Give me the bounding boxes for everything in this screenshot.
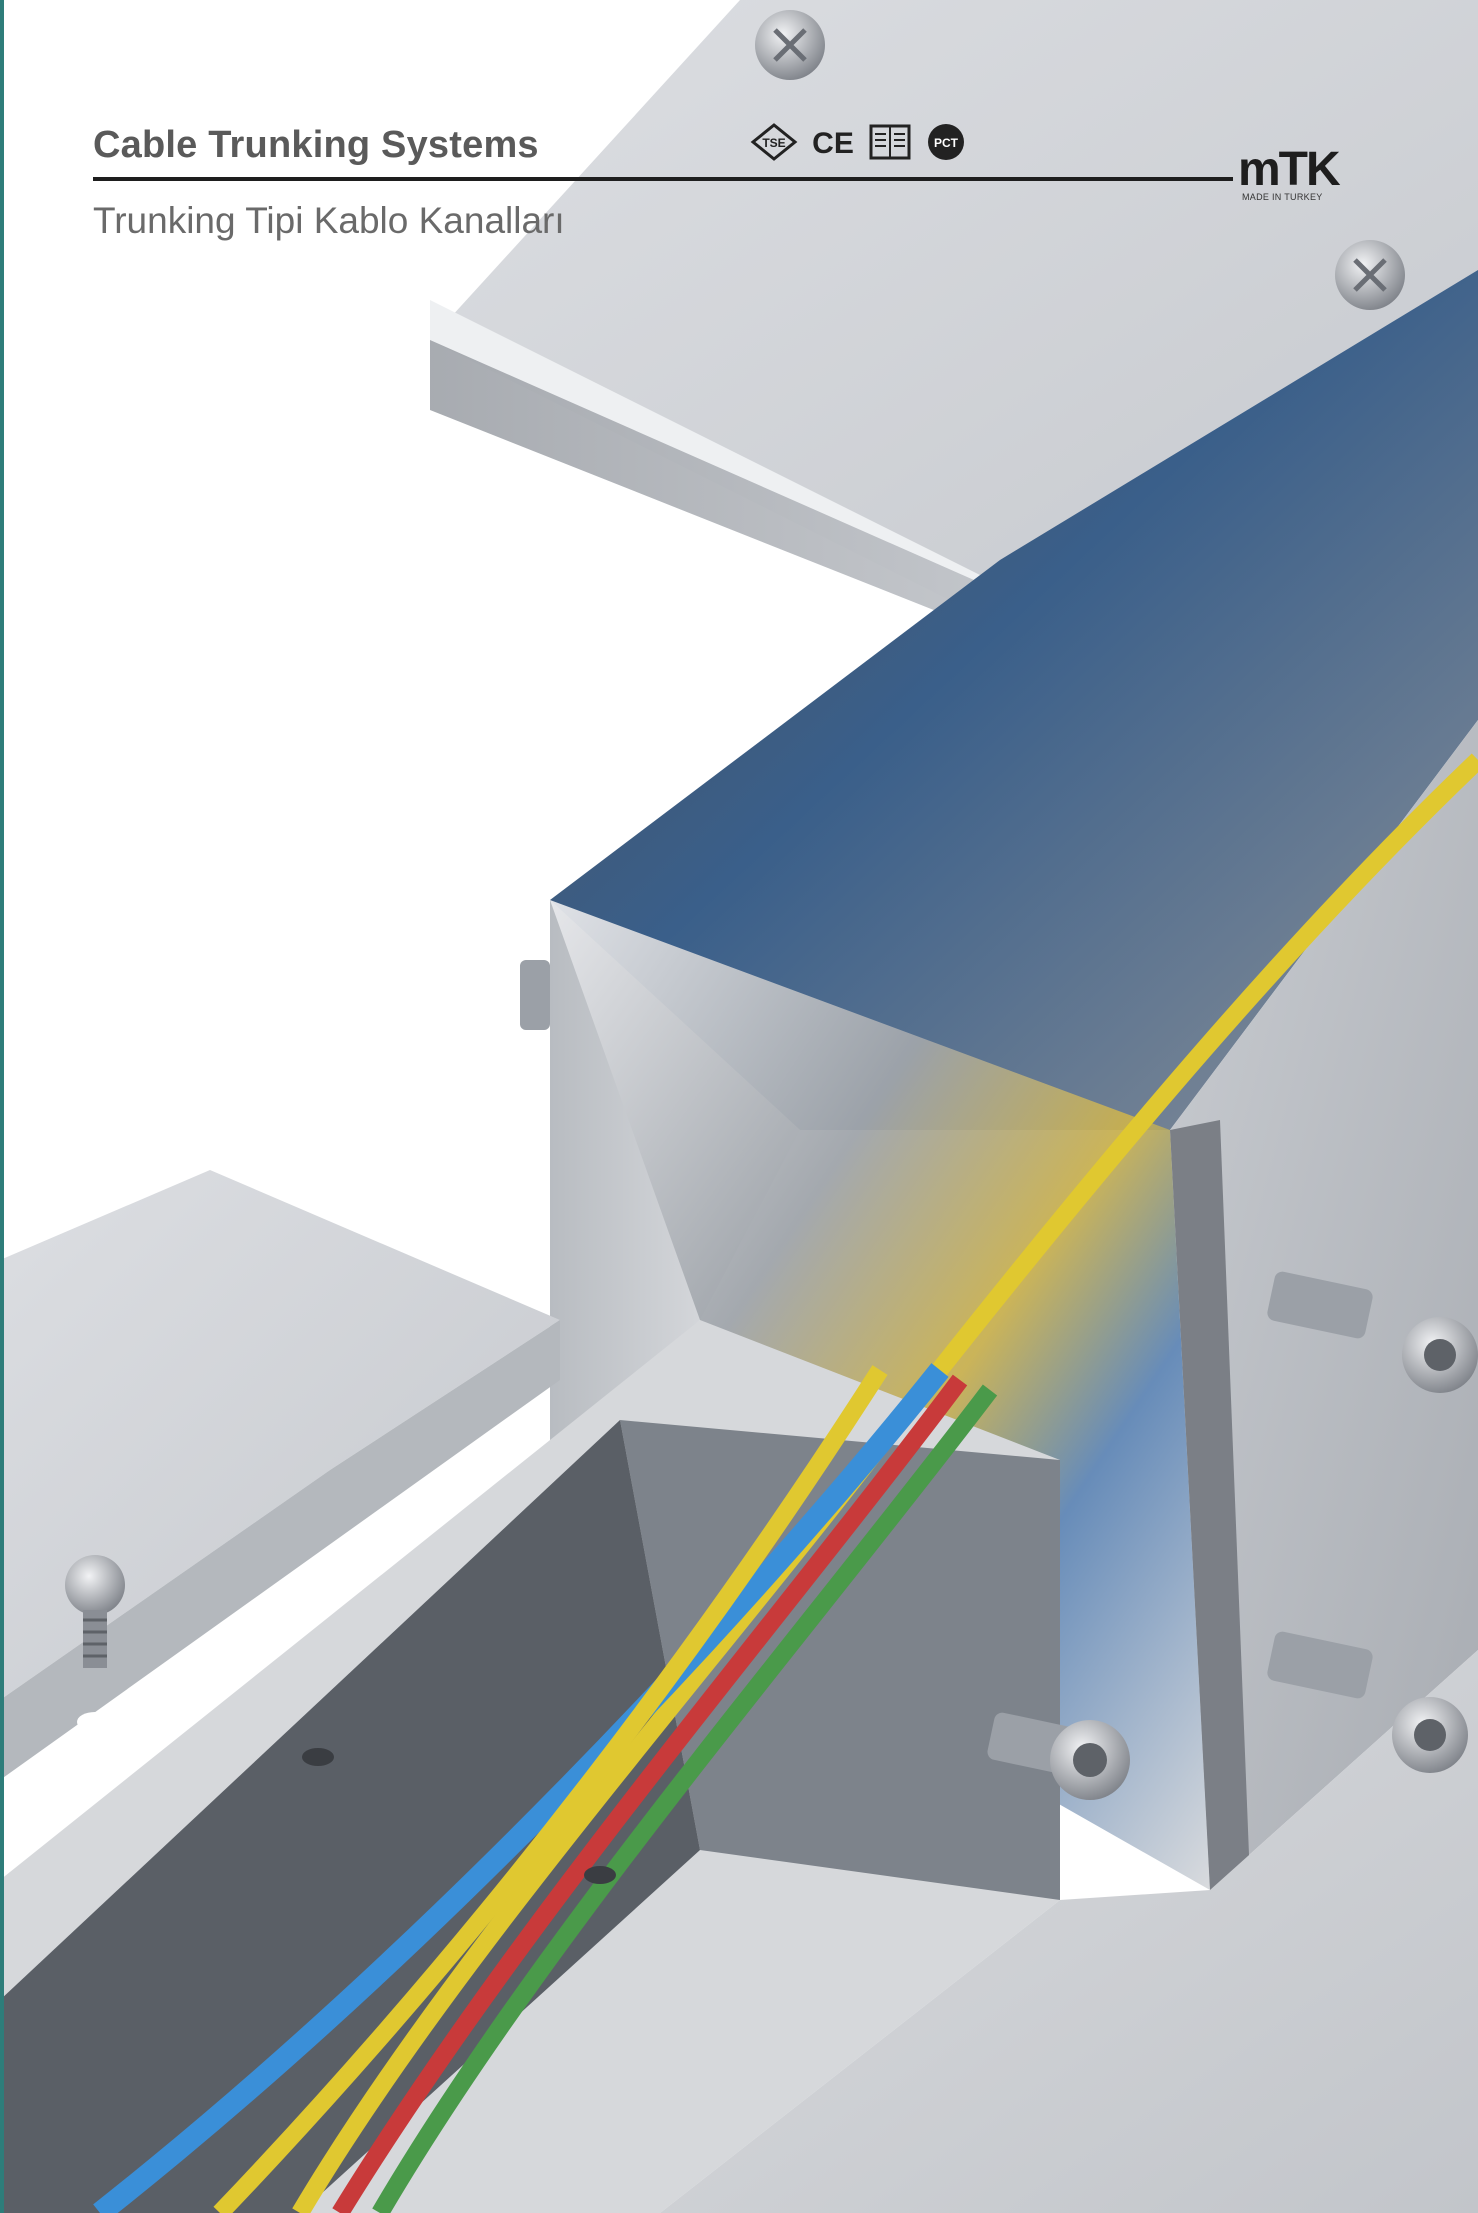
page-title: Cable Trunking Systems: [93, 124, 539, 166]
header-rule: [93, 177, 1233, 181]
ce-mark-label: CE: [812, 127, 854, 160]
quality-mark-icon: [869, 124, 911, 160]
brand-tagline: MADE IN TURKEY: [1242, 192, 1323, 202]
tse-mark-label: TSE: [762, 136, 785, 150]
tse-mark-icon: TSE: [750, 123, 798, 161]
brand-logo-text: mTK: [1238, 143, 1341, 196]
ce-mark-icon: CE: [812, 127, 854, 160]
pct-mark-icon: PCT: [928, 124, 964, 160]
edge-strip: [0, 0, 4, 2213]
brand-logo: mTK MADE IN TURKEY: [1238, 146, 1348, 206]
certification-marks: TSE CE PCT: [750, 120, 968, 164]
pct-mark-label: PCT: [934, 136, 959, 150]
page-subtitle: Trunking Tipi Kablo Kanalları: [93, 200, 565, 241]
